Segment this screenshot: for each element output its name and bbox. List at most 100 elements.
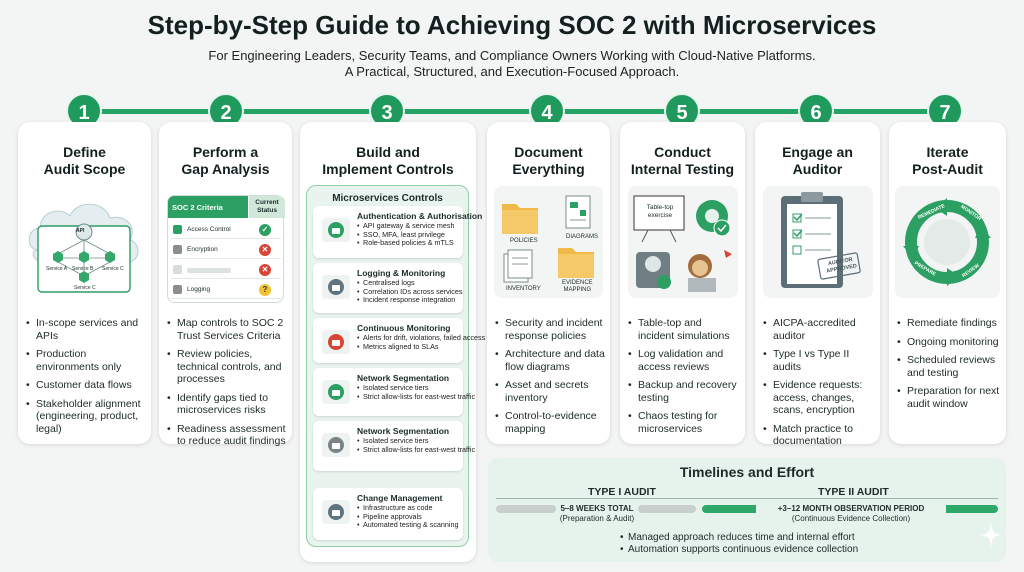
control-bullet: SSO, MFA, least privilege [357, 230, 454, 240]
auditor-illustration: AUDITOR APPROVED [763, 186, 873, 298]
alert-monitor-icon [318, 324, 356, 360]
step-title-line: Conduct [654, 144, 711, 160]
type2-duration-note: (Continuous Evidence Collection) [791, 514, 911, 523]
type1-label: TYPE I AUDIT [588, 486, 656, 498]
service-c2-label: Service C [74, 285, 96, 291]
gap-table-header [249, 196, 285, 218]
lock-icon [173, 245, 182, 254]
control-item-bullets: Isolated service tiersStrict allow-lists… [357, 436, 475, 455]
bullet-item: Backup and recovery testing [628, 379, 740, 404]
gap-row-label: Logging [187, 286, 211, 293]
timeline-note: Managed approach reduces time and intern… [620, 532, 858, 544]
control-item-title: Change Management [357, 493, 443, 503]
step-title-line: Everything [512, 161, 585, 177]
control-bullet: Automated testing & scanning [357, 521, 459, 530]
mapping-label: MAPPING [563, 287, 592, 293]
control-bullet: Incident response integration [357, 296, 462, 305]
gap-table-row: Logging? [171, 282, 281, 299]
bullet-item: Architecture and data flow diagrams [495, 348, 607, 373]
board-line: exercise [647, 212, 673, 219]
control-item-title: Network Segmentation [357, 373, 450, 383]
type2-label: TYPE II AUDIT [818, 486, 889, 498]
bullet-item: Match practice to documentation [763, 423, 877, 448]
step-bullets: AICPA-accredited auditor Type I vs Type … [763, 317, 877, 454]
step-title: Define Audit Scope [18, 144, 151, 178]
type2-duration: +3–12 MONTH OBSERVATION PERIOD (Continuo… [756, 504, 946, 524]
control-bullet: Correlation IDs across services [357, 287, 462, 297]
control-bullet: Pipeline approvals [357, 512, 459, 522]
bullet-item: Map controls to SOC 2 Trust Services Cri… [167, 317, 289, 342]
control-item-bullets: Alerts for drift, violations, failed acc… [357, 333, 485, 352]
bullet-item: Preparation for next audit window [897, 385, 1003, 410]
subtitle-line-1: For Engineering Leaders, Security Teams,… [208, 48, 816, 63]
api-label: API [76, 228, 85, 234]
step-bullets: In-scope services and APIs Production en… [26, 317, 146, 441]
status-fail-icon: ✕ [259, 244, 271, 256]
gap-table-header [168, 196, 248, 218]
control-bullet: Metrics aligned to SLAs [357, 342, 485, 352]
page-subtitle: For Engineering Leaders, Security Teams,… [0, 48, 1024, 80]
policies-label: POLICIES [510, 238, 538, 244]
step-card-engage-auditor: Engage an Auditor AUDITOR APPROVED AICPA… [755, 122, 880, 447]
tabletop-board-label: Table-top exercise [638, 204, 682, 220]
control-bullet: Alerts for drift, violations, failed acc… [357, 333, 485, 343]
bullet-item: Scheduled reviews and testing [897, 354, 1003, 379]
step-title: Build and Implement Controls [300, 144, 476, 178]
step-title-line: Build and [356, 144, 420, 160]
control-item-bullets: Isolated service tiersStrict allow-lists… [357, 383, 475, 401]
control-bullet: API gateway & service mesh [357, 221, 454, 231]
step-title-line: Gap Analysis [181, 161, 270, 177]
step-card-define-audit-scope: Define Audit Scope API Service A Service… [18, 122, 151, 444]
gap-row-label: Encryption [187, 246, 218, 253]
control-item: Continuous MonitoringAlerts for drift, v… [313, 318, 485, 363]
type1-duration-value: 5–8 WEEKS TOTAL [560, 504, 634, 513]
step-title-line: Perform a [192, 144, 259, 160]
step-card-document: Document Everything POLICIES DIAGRAMS IN… [487, 122, 610, 444]
control-item-bullets: API gateway & service meshSSO, MFA, leas… [357, 221, 454, 248]
gap-row-label: Access Control [187, 226, 231, 233]
step-bullets: Map controls to SOC 2 Trust Services Cri… [167, 317, 289, 454]
board-line: Table-top [646, 204, 674, 211]
step-bullets: Security and incident response policies … [495, 317, 607, 441]
bullet-item: Table-top and incident simulations [628, 317, 740, 342]
type1-duration-note: (Preparation & Audit) [559, 514, 635, 523]
control-bullet: Role-based policies & mTLS [357, 239, 454, 248]
step-title-line: Post-Audit [912, 161, 983, 177]
status-warn-icon: ? [259, 284, 271, 296]
type1-duration: 5–8 WEEKS TOTAL (Preparation & Audit) [550, 504, 644, 524]
control-item: Logging & MonitoringCentralised logsCorr… [313, 263, 463, 313]
bullet-item: Log validation and access reviews [628, 348, 740, 373]
control-bullet: Centralised logs [357, 278, 462, 288]
step-card-gap-analysis: Perform a Gap Analysis SOC 2 Criteria Cu… [159, 122, 292, 447]
step-title: Conduct Internal Testing [620, 144, 745, 178]
timeline-note: Automation supports continuous evidence … [620, 544, 858, 556]
folders-icon [502, 195, 594, 283]
type2-duration-value: +3–12 MONTH OBSERVATION PERIOD [777, 504, 925, 513]
page-title: Step-by-Step Guide to Achieving SOC 2 wi… [147, 10, 877, 40]
control-item: Authentication & AuthorisationAPI gatewa… [313, 206, 482, 258]
code-checklist-icon [318, 494, 356, 530]
control-item-title: Network Segmentation [357, 426, 450, 436]
shield-icon [173, 225, 182, 234]
gap-col2-label: Current Status [255, 199, 279, 214]
bullet-item: Review policies, technical controls, and… [167, 348, 289, 386]
microservices-controls-panel: Microservices Controls Authentication & … [306, 185, 485, 547]
step-title-line: Internal Testing [630, 161, 735, 177]
type1-bar-left [496, 505, 556, 513]
network-icon [318, 374, 356, 410]
step-card-internal-testing: Conduct Internal Testing Table-top exerc… [620, 122, 745, 444]
bullet-item: Evidence requests: access, changes, scan… [763, 379, 877, 417]
bullet-item: Customer data flows [26, 379, 146, 392]
step-title: Perform a Gap Analysis [159, 144, 292, 178]
control-bullet: Isolated service tiers [357, 436, 475, 446]
timelines-title: Timelines and Effort [679, 464, 815, 480]
timeline-divider [496, 498, 998, 499]
control-bullet: Isolated service tiers [357, 383, 475, 393]
control-bullet: Strict allow-lists for east-west traffic [357, 445, 475, 455]
cloud-icon [28, 203, 139, 293]
cloud-services-illustration: API Service A Service B Service C Servic… [24, 188, 145, 304]
control-item-bullets: Infrastructure as codePipeline approvals… [357, 503, 459, 530]
timelines-effort-panel: Timelines and Effort TYPE I AUDIT TYPE I… [488, 458, 1006, 562]
bullet-item: Production environments only [26, 348, 146, 373]
testing-icons [633, 195, 732, 292]
